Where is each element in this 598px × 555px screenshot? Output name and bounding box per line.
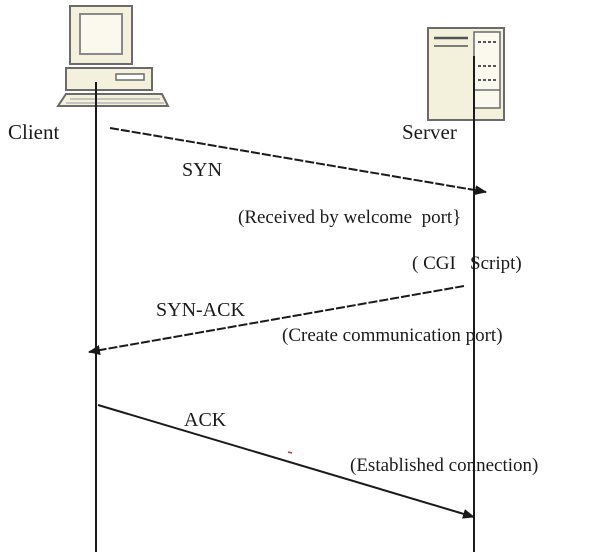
syn-ack-arrow [88,285,465,356]
client-label: Client [8,120,60,144]
syn-arrow [109,127,487,196]
server-label: Server [402,120,457,144]
ack-label: ACK [184,409,227,431]
ack-arrow [97,404,475,519]
received-note: (Received by welcome port} [238,207,462,228]
syn-label: SYN [182,159,223,181]
create-port-note: (Create communication port) [282,325,503,346]
speck-mark [287,451,293,454]
syn-ack-label: SYN-ACK [156,299,245,321]
established-note: (Established connection) [350,455,539,476]
server-tower-icon [427,27,505,121]
cgi-script-note: ( CGI Script) [412,253,522,274]
desktop-computer-icon [56,5,170,107]
